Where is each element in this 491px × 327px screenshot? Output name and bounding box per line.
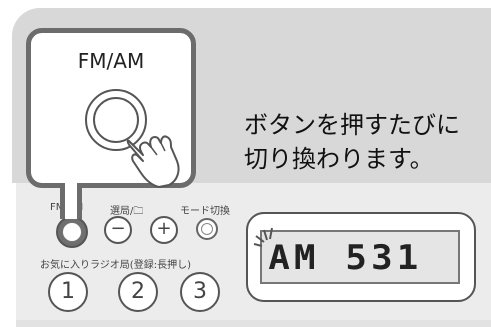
device-panel-edge	[16, 320, 491, 327]
fmam-button-cap	[62, 222, 82, 242]
callout-pointer	[60, 183, 82, 219]
preset-2-button[interactable]: 2	[118, 272, 158, 312]
select-label: 選局/🗀	[110, 206, 144, 217]
mode-label: モード切換	[180, 206, 230, 217]
fmam-button[interactable]	[56, 216, 88, 248]
instruction-line-1: ボタンを押すたびに	[244, 111, 460, 139]
preset-1-button[interactable]: 1	[48, 272, 88, 312]
lcd-screen: AM 531	[260, 230, 460, 284]
mode-button[interactable]	[196, 218, 218, 240]
tune-up-button[interactable]: +	[150, 216, 178, 244]
callout-fmam-button	[85, 89, 147, 151]
pointing-hand-icon	[126, 135, 180, 188]
instruction-line-2: 切り換わります。	[244, 145, 434, 173]
callout-title: FM/AM	[77, 49, 145, 73]
callout-button-ring	[93, 97, 139, 143]
tune-down-button[interactable]: −	[104, 216, 132, 244]
callout-box: FM/AM	[26, 28, 196, 188]
lcd-display: AM 531	[246, 212, 476, 302]
instruction-text: ボタンを押すたびに 切り換わります。	[244, 108, 460, 176]
preset-3-button[interactable]: 3	[180, 272, 220, 312]
mode-button-cap	[201, 223, 213, 235]
preset-label: お気に入りラジオ局(登録:長押し)	[40, 260, 191, 271]
lcd-readout: AM 531	[268, 238, 423, 278]
flash-icon	[253, 227, 273, 247]
